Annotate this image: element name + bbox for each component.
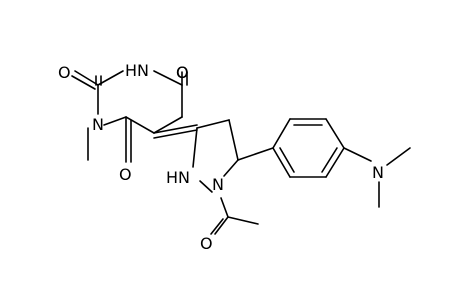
- hn-pyrazol-label: HN: [166, 168, 190, 187]
- bond: [223, 159, 239, 177]
- bond: [153, 124, 198, 134]
- oxygen-right-label: O: [176, 63, 189, 82]
- bond: [220, 197, 229, 218]
- n-methyl-label: N: [92, 115, 104, 134]
- nh-top-label: H⁠N: [125, 61, 149, 80]
- oxygen-left-label: O: [58, 63, 71, 82]
- bond: [196, 119, 230, 129]
- bond: [103, 116, 127, 126]
- bond: [228, 119, 239, 161]
- bond: [192, 127, 198, 168]
- bond: [74, 70, 99, 86]
- bond: [71, 75, 96, 90]
- bond: [325, 118, 345, 149]
- bond: [227, 216, 259, 225]
- oxygen-acetyl-label: O: [200, 234, 213, 253]
- bond: [153, 70, 183, 86]
- bond: [321, 147, 338, 173]
- bond: [386, 147, 411, 166]
- oxygen-bottom-label: O: [119, 165, 132, 184]
- bond: [343, 147, 372, 162]
- bond: [279, 147, 295, 173]
- n-pyrazol-label: N: [212, 175, 224, 194]
- bond: [153, 116, 183, 134]
- bond: [199, 180, 213, 193]
- bond: [97, 70, 124, 86]
- bond: [237, 147, 274, 161]
- bond: [272, 118, 291, 149]
- bond: [214, 216, 229, 235]
- bond: [325, 147, 345, 178]
- bond: [210, 218, 224, 235]
- bond: [153, 129, 198, 139]
- bond: [272, 147, 291, 178]
- n-dimethyl-label: N: [372, 163, 384, 182]
- oxygen-top-label: O: [176, 63, 189, 82]
